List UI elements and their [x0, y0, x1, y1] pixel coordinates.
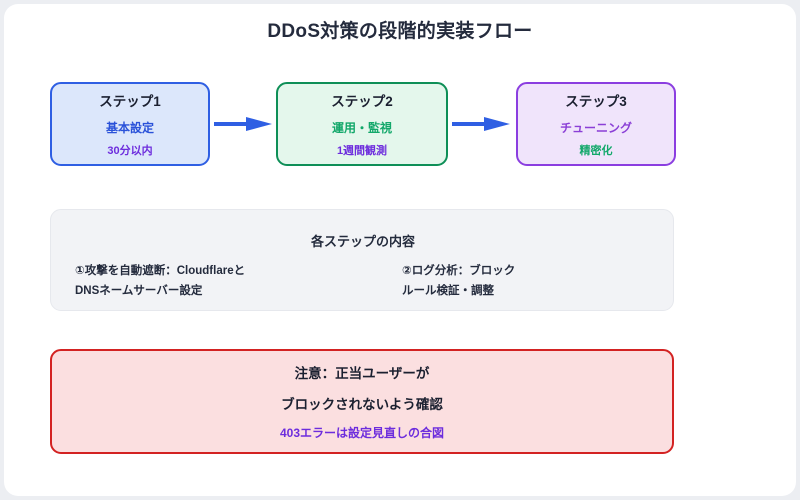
step-details-columns: ①攻撃を自動遮断：Cloudflareと DNSネームサーバー設定 ②ログ分析：…	[51, 261, 675, 311]
step-details-column-2: ②ログ分析：ブロック ルール検証・調整	[402, 261, 662, 301]
step-3-meta: 精密化	[579, 145, 613, 157]
page-card: DDoS対策の段階的実装フロー ステップ1 基本設定 30分以内 ステップ2 運…	[4, 4, 796, 496]
step-box-1[interactable]: ステップ1 基本設定 30分以内	[50, 82, 210, 166]
step-2-subtitle: 運用・監視	[331, 121, 392, 135]
step-1-title: ステップ1	[99, 94, 161, 109]
step-details-column-2-line-1: ②ログ分析：ブロック	[402, 265, 516, 277]
step-flow-row: ステップ1 基本設定 30分以内 ステップ2 運用・監視 1週間観測 ステップ3…	[50, 82, 750, 168]
step-2-meta: 1週間観測	[336, 145, 388, 157]
step-details-heading: 各ステップの内容	[310, 234, 415, 249]
step-box-3[interactable]: ステップ3 チューニング 精密化	[516, 82, 676, 166]
step-3-title: ステップ3	[565, 94, 627, 109]
warning-callout: 注意：正当ユーザーが ブロックされないよう確認 403エラーは設定見直しの合図	[50, 349, 674, 454]
step-box-2[interactable]: ステップ2 運用・監視 1週間観測	[276, 82, 448, 166]
step-details-column-1: ①攻撃を自動遮断：Cloudflareと DNSネームサーバー設定	[75, 261, 375, 301]
step-details-column-1-line-1: ①攻撃を自動遮断：Cloudflareと	[75, 265, 246, 277]
step-details-panel: 各ステップの内容 ①攻撃を自動遮断：Cloudflareと DNSネームサーバー…	[50, 209, 674, 311]
arrow-right-icon-2	[452, 117, 512, 131]
step-2-title: ステップ2	[331, 94, 393, 109]
step-3-subtitle: チューニング	[559, 121, 632, 135]
page-title: DDoS対策の段階的実装フロー	[267, 21, 533, 42]
warning-line-1: 注意：正当ユーザーが	[294, 366, 430, 381]
step-1-meta: 30分以内	[107, 145, 153, 157]
step-details-column-2-line-2: ルール検証・調整	[402, 285, 494, 297]
step-details-column-1-line-2: DNSネームサーバー設定	[75, 285, 203, 297]
warning-note: 403エラーは設定見直しの合図	[279, 426, 445, 440]
step-1-subtitle: 基本設定	[105, 121, 154, 135]
warning-line-2: ブロックされないよう確認	[281, 397, 443, 412]
arrow-right-icon-1	[214, 117, 272, 131]
